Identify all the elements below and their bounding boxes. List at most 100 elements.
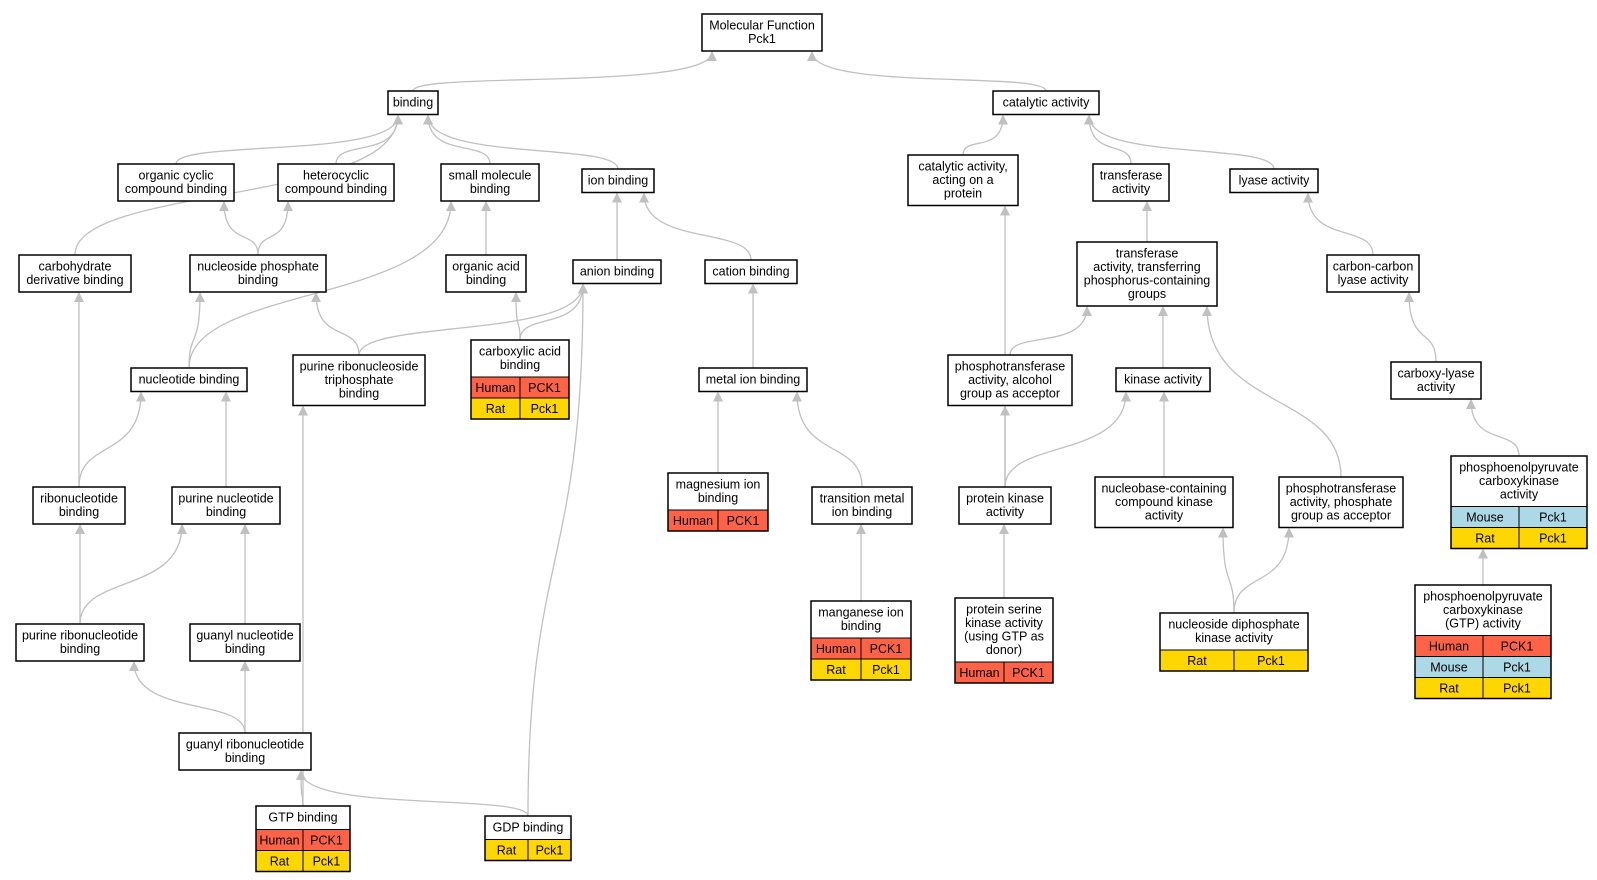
node-border [581, 168, 655, 194]
node-label-background [955, 598, 1053, 662]
edge-purine-ribonucleoside-triphosphate-binding-to-anion-binding [358, 283, 588, 356]
node-border [907, 154, 1019, 207]
node-label-line: anion binding [580, 265, 654, 279]
node-catalytic-activity[interactable]: catalytic activity [992, 90, 1100, 116]
node-label-line: ion binding [832, 505, 893, 519]
node-label-line: carboxykinase [1443, 603, 1523, 617]
node-label-line: binding [206, 505, 246, 519]
edge-carboxylic-acid-binding-to-organic-acid-binding [511, 292, 522, 341]
node-border [1326, 254, 1420, 293]
node-label-line: carboxy-lyase [1397, 367, 1474, 381]
node-label-line: purine ribonucleotide [22, 629, 138, 643]
node-kinase-activity[interactable]: kinase activity [1115, 367, 1211, 393]
node-label-line: catalytic activity [1003, 96, 1091, 110]
node-label-background [1160, 613, 1308, 650]
species-label: Rat [1439, 682, 1459, 696]
node-label-line: transferase [1100, 169, 1163, 183]
node-label-line: ribonucleotide [40, 492, 118, 506]
gene-symbol: Pck1 [1257, 654, 1285, 668]
node-label-line: carboxykinase [1479, 474, 1559, 488]
node-label-line: phosphotransferase [955, 360, 1066, 374]
node-metal-ion-binding[interactable]: metal ion binding [698, 367, 808, 393]
node-lyase-activity[interactable]: lyase activity [1229, 168, 1319, 194]
node-label-line: binding [238, 273, 278, 287]
node-border [810, 600, 912, 681]
node-label-line: binding [393, 96, 433, 110]
node-label-line: nucleotide binding [139, 373, 240, 387]
node-border [18, 254, 132, 293]
node-border [32, 486, 126, 525]
node-label-background [948, 355, 1072, 406]
node-label-line: (GTP) activity [1445, 617, 1521, 631]
node-label-background [1391, 362, 1481, 399]
node-label-line: transferase [1116, 247, 1179, 261]
edge-protein-kinase-activity-to-kinase-activity [1004, 391, 1131, 488]
gene-symbol: PCK1 [528, 381, 561, 395]
node-border [701, 13, 823, 52]
node-label-line: compound binding [285, 182, 387, 196]
gene-symbol: Pck1 [1539, 532, 1567, 546]
node-ion-binding[interactable]: ion binding [581, 168, 655, 194]
edge-binding-to-molecular-function [412, 51, 717, 92]
node-label-line: kinase activity [965, 616, 1044, 630]
node-label-line: binding [225, 642, 265, 656]
node-label-line: carbon-carbon [1333, 260, 1414, 274]
node-label-line: nucleobase-containing [1101, 482, 1226, 496]
node-binding[interactable]: binding [387, 90, 439, 116]
node-label-background [1451, 456, 1587, 507]
node-label-line: (using GTP as [964, 630, 1044, 644]
node-label-line: activity [1112, 182, 1151, 196]
node-label-background [16, 624, 144, 661]
node-label-background [1095, 477, 1233, 528]
node-pepck-activity[interactable]: phosphoenolpyruvatecarboxykinaseactivity… [1450, 455, 1588, 550]
node-border [704, 259, 798, 285]
node-border [189, 623, 301, 662]
node-label-background [1279, 477, 1403, 528]
node-label-line: binding [225, 751, 265, 765]
gene-symbol: Pck1 [872, 663, 900, 677]
gene-symbol: Pck1 [313, 855, 341, 869]
edge-nucleoside-diphosphate-kinase-activity-to-phosphotransferase-phosphate [1233, 527, 1294, 614]
node-anion-binding[interactable]: anion binding [572, 259, 662, 285]
node-label-background [190, 255, 326, 292]
node-border [440, 163, 540, 202]
node-cation-binding[interactable]: cation binding [704, 259, 798, 285]
node-label-line: small molecule [449, 169, 532, 183]
node-label-line: carbohydrate [39, 260, 112, 274]
node-label-background [1327, 255, 1419, 292]
node-nucleotide-binding[interactable]: nucleotide binding [130, 367, 248, 393]
node-border [255, 805, 351, 873]
edge-ion-binding-to-binding [423, 114, 619, 170]
